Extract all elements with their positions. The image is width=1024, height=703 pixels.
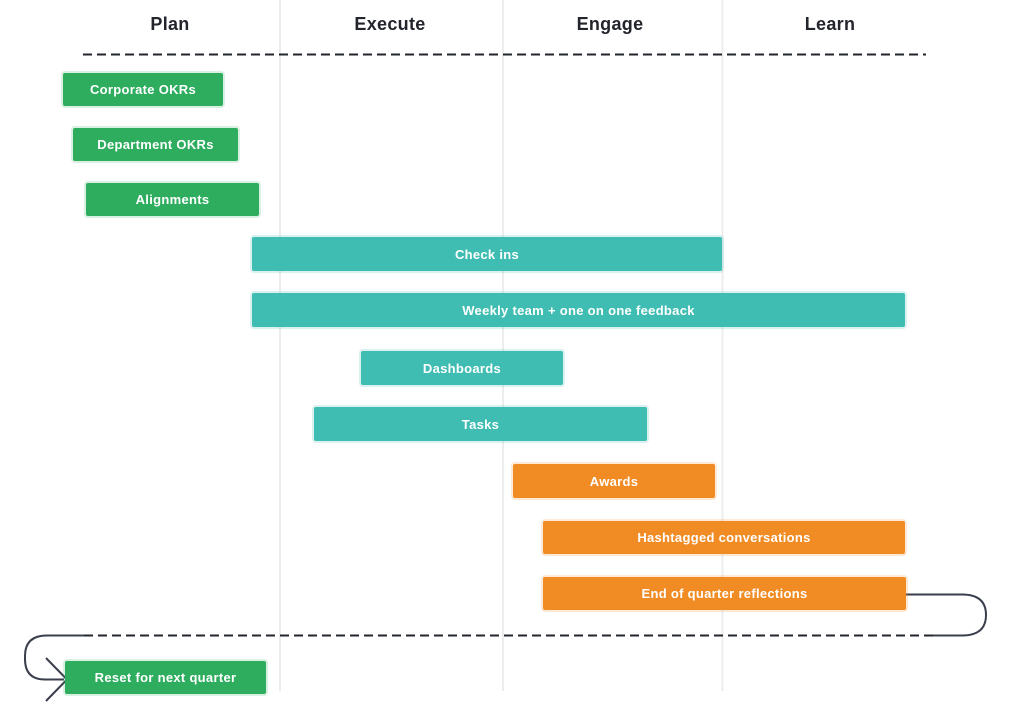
column-header-plan: Plan [150,14,190,34]
bar-tasks: Tasks [314,407,647,441]
bar-corporate-okrs: Corporate OKRs [63,73,223,106]
bar-label: Dashboards [422,360,502,376]
cycle-loop-left [24,634,84,681]
bar-reset-for-next-quarter: Reset for next quarter [65,661,266,694]
bar-label: Department OKRs [97,137,214,152]
cycle-loop-right [906,593,988,637]
bar-label: End of quarter reflections [641,586,808,601]
bar-alignments: Alignments [86,183,259,216]
bar-label: Reset for next quarter [94,670,237,685]
bar-weekly-feedback: Weekly team + one on one feedback [252,293,905,327]
column-header-execute: Execute [354,14,426,34]
bar-label: Alignments [135,192,210,207]
bar-check-ins: Check ins [252,237,722,271]
column-header-engage: Engage [576,14,644,34]
bar-hashtagged-conversations: Hashtagged conversations [543,521,905,554]
bar-label: Awards [589,473,639,489]
bar-dashboards: Dashboards [361,351,563,385]
bar-label: Weekly team + one on one feedback [462,302,695,318]
column-header-learn: Learn [804,14,856,34]
bar-label: Check ins [454,246,520,262]
bar-end-of-quarter-reflections: End of quarter reflections [543,577,906,610]
bar-label: Corporate OKRs [89,82,197,97]
bar-label: Hashtagged conversations [637,530,811,545]
bar-label: Tasks [461,416,500,432]
bar-awards: Awards [513,464,715,498]
bar-department-okrs: Department OKRs [73,128,238,161]
